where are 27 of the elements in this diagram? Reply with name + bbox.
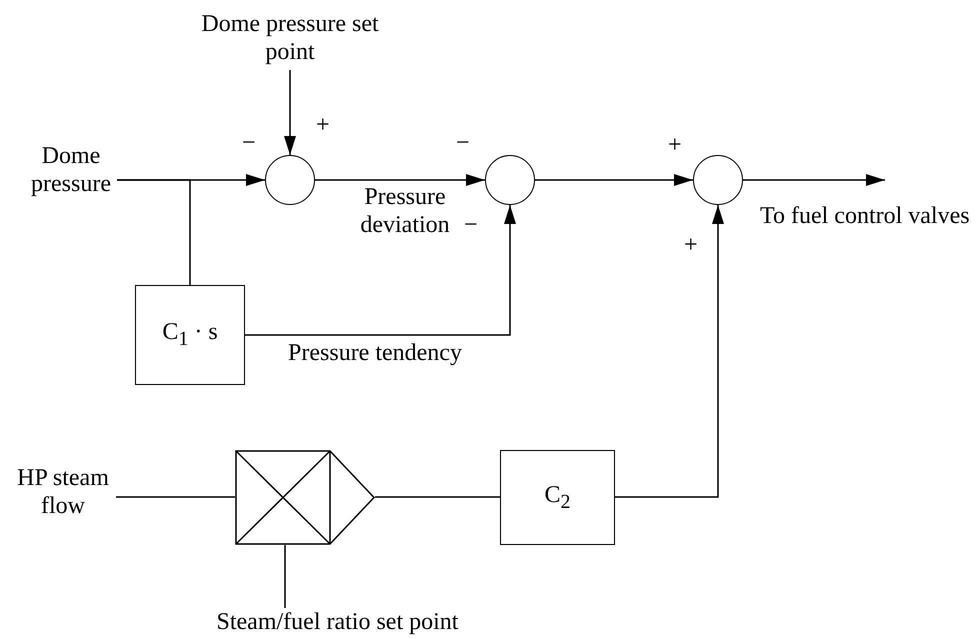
connector — [284, 545, 286, 608]
connector — [315, 174, 485, 186]
output-label: To fuel control valves — [760, 203, 971, 231]
connector — [535, 174, 693, 186]
summing-junction — [693, 155, 743, 205]
connector — [375, 496, 500, 498]
sign-label: − — [464, 212, 478, 240]
input-label: Dome pressure — [25, 140, 117, 202]
sign-label: + — [316, 112, 330, 140]
sign-label: − — [456, 130, 470, 158]
transfer-function-block: C$_{1}$ · s — [135, 285, 245, 385]
input-label: Dome pressure set point — [190, 8, 390, 70]
connector — [284, 70, 296, 155]
sign-label: − — [242, 130, 256, 158]
input-label: Steam/fuel ratio set point — [195, 608, 480, 638]
summing-junction — [485, 155, 535, 205]
connector — [116, 496, 235, 498]
input-label: HP steam flow — [10, 462, 116, 524]
sign-label: + — [668, 132, 682, 160]
connector — [245, 205, 516, 336]
connector — [117, 179, 191, 285]
multiplier-block — [235, 450, 375, 545]
connector — [615, 205, 724, 498]
gain-block: C$_{2}$ — [500, 450, 615, 545]
connector — [743, 174, 885, 186]
sign-label: + — [684, 232, 698, 260]
summing-junction — [265, 155, 315, 205]
